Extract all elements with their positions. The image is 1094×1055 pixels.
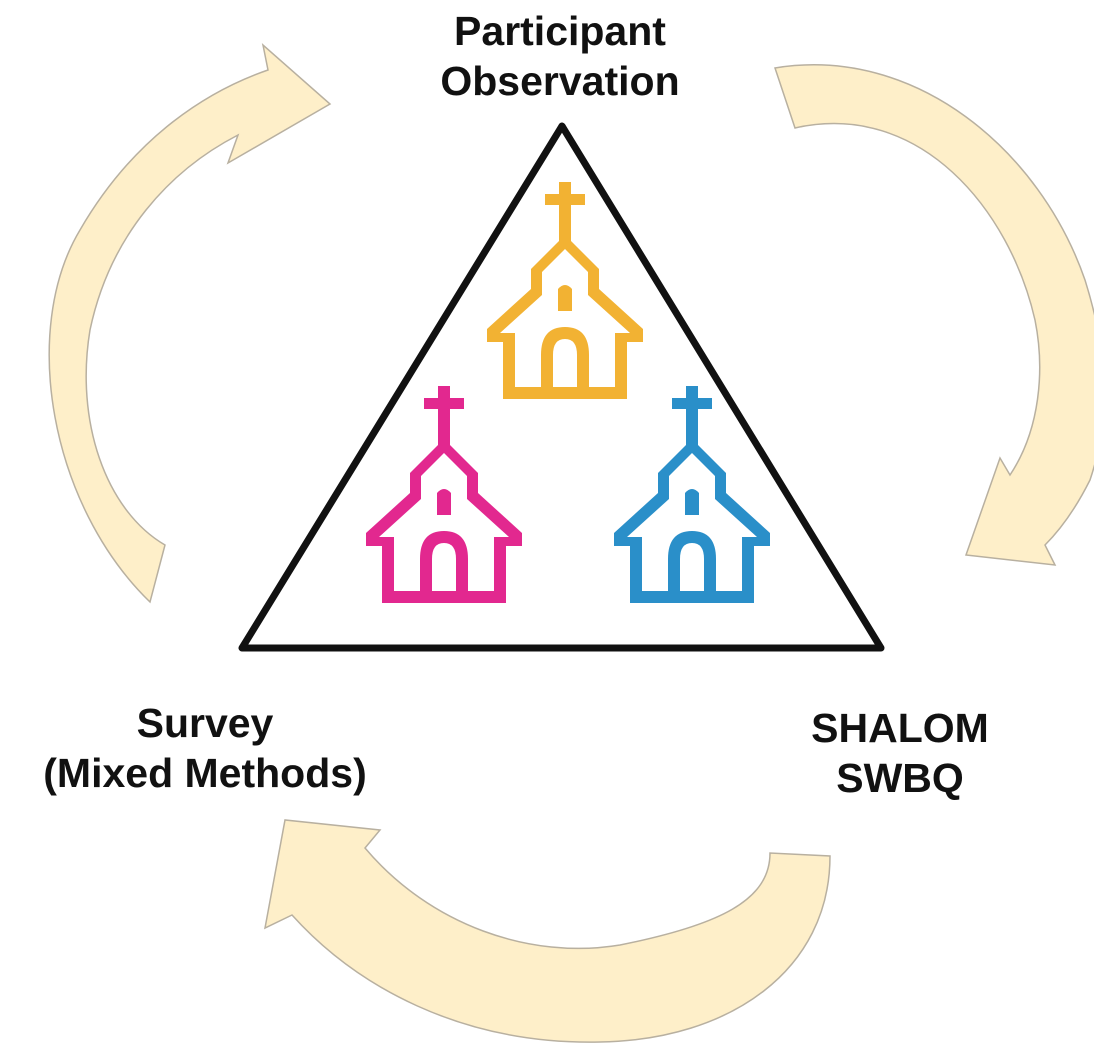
label-line: Survey	[136, 700, 274, 746]
label-line: (Mixed Methods)	[43, 750, 367, 796]
label-line: SHALOM	[811, 705, 989, 751]
cycle-arrow-left	[48, 42, 332, 604]
label-participant-observation: Participant Observation	[340, 6, 780, 106]
label-line: SWBQ	[836, 755, 964, 801]
label-shalom-swbq: SHALOM SWBQ	[720, 703, 1080, 803]
cycle-arrow-bottom	[263, 819, 831, 1043]
cycle-arrow-right	[774, 64, 1094, 566]
label-survey: Survey (Mixed Methods)	[0, 698, 410, 798]
label-line: Observation	[440, 58, 680, 104]
label-line: Participant	[454, 8, 666, 54]
